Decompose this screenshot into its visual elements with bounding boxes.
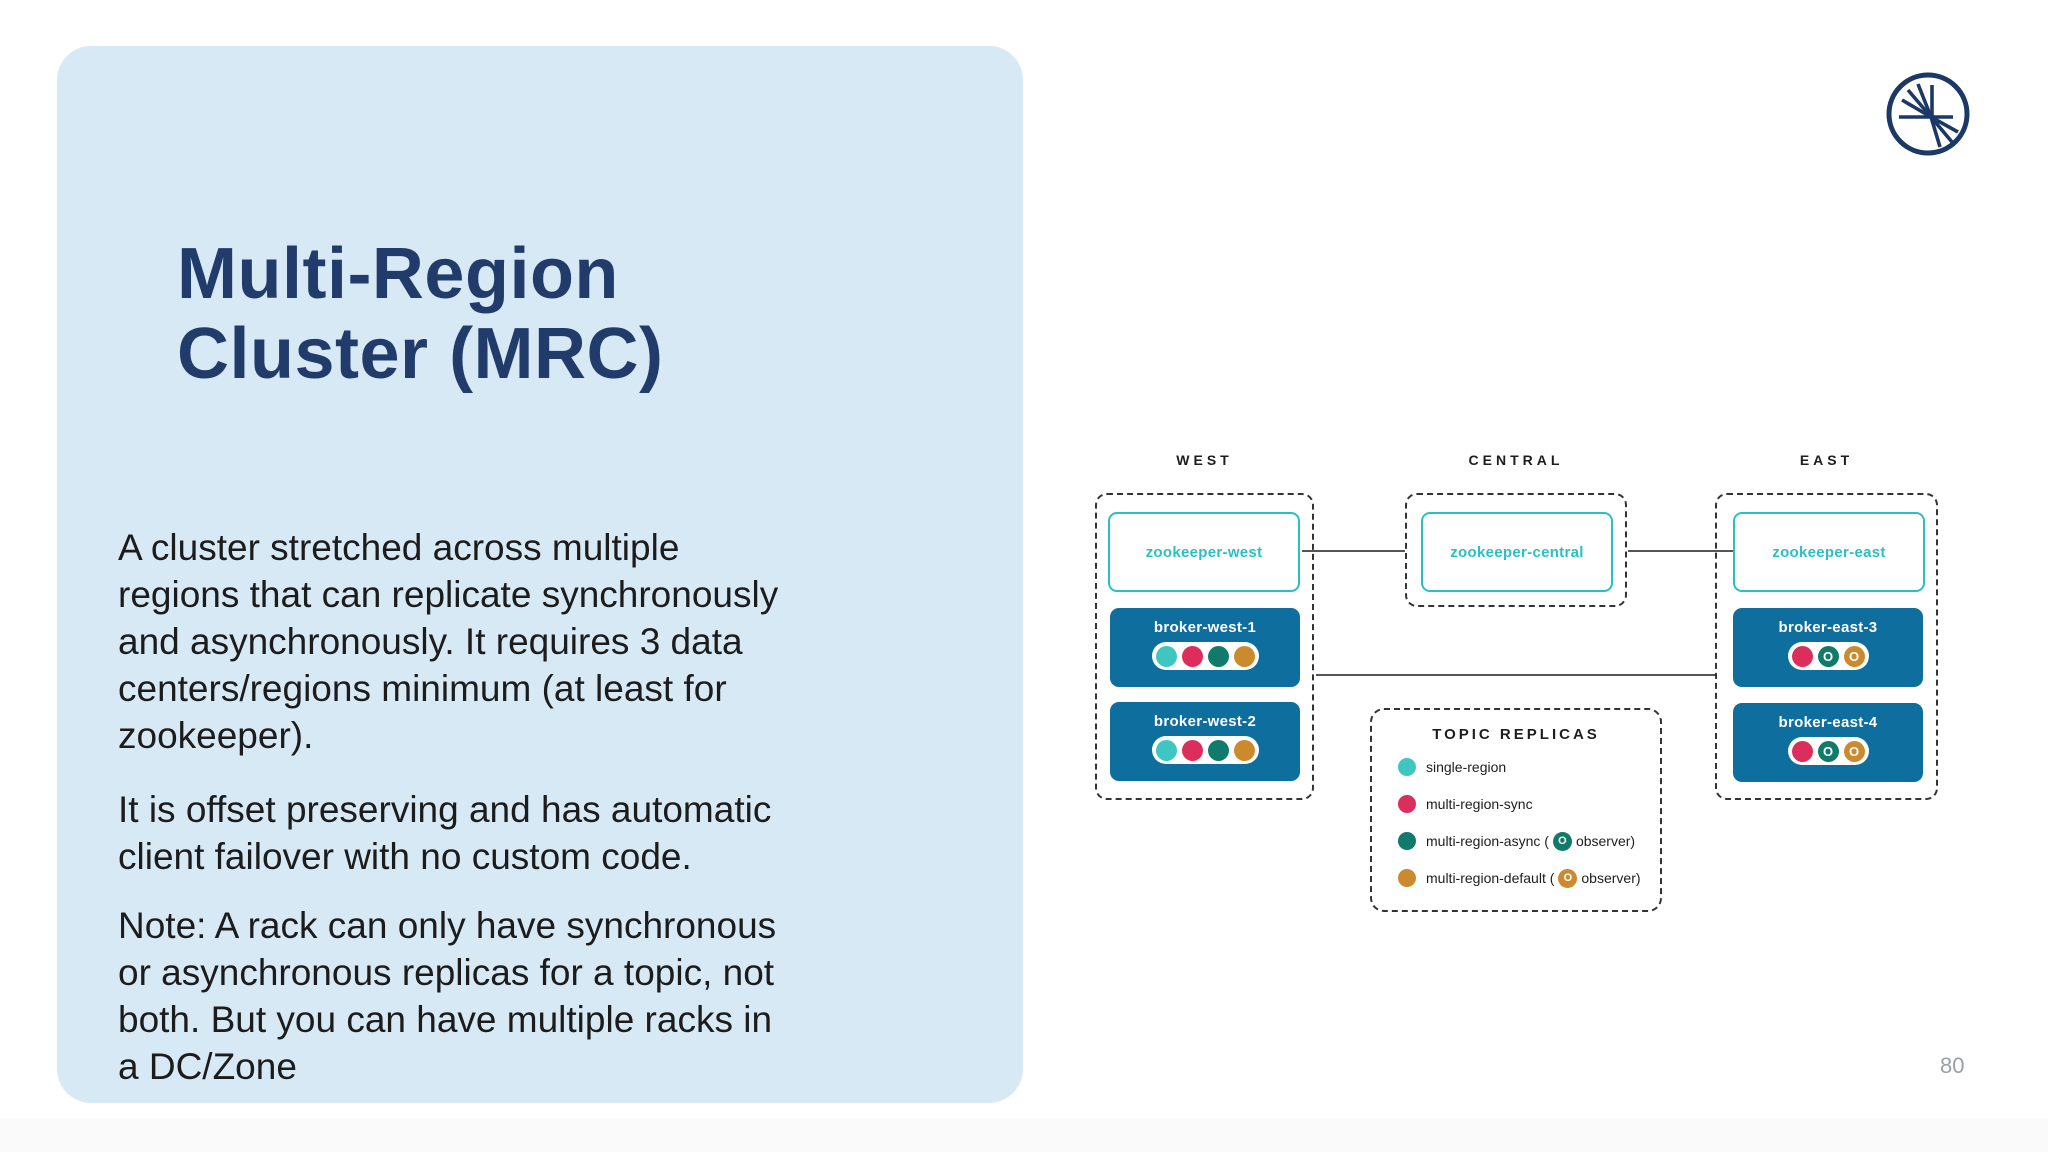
zookeeper-east-node: zookeeper-east bbox=[1733, 512, 1925, 592]
replica-dot-multi-region-async bbox=[1207, 739, 1229, 761]
broker-west-2-node: broker-west-2 bbox=[1110, 702, 1300, 781]
legend-dot-multi-region-async bbox=[1398, 832, 1416, 850]
replica-dot-single-region bbox=[1155, 645, 1177, 667]
legend-item-multi-region-async: multi-region-async ( O observer) bbox=[1398, 831, 1660, 851]
confluent-logo-icon bbox=[1885, 71, 1971, 157]
legend-item-single-region: single-region bbox=[1398, 757, 1660, 777]
connector-zookeeper-central-east bbox=[1628, 550, 1733, 552]
broker-east-4-node: broker-east-4 O O bbox=[1733, 703, 1923, 782]
broker-east-3-node: broker-east-3 O O bbox=[1733, 608, 1923, 687]
broker-label: broker-east-3 bbox=[1778, 619, 1878, 636]
content-panel bbox=[57, 46, 1023, 1103]
region-central-container bbox=[1405, 493, 1627, 607]
replica-dot-multi-region-sync bbox=[1181, 739, 1203, 761]
legend-label: multi-region-default ( bbox=[1426, 870, 1555, 886]
region-header-west: WEST bbox=[1176, 452, 1233, 468]
body-paragraph-1: A cluster stretched across multiple regi… bbox=[118, 527, 779, 756]
region-west-container bbox=[1095, 493, 1314, 800]
replica-dot-single-region bbox=[1155, 739, 1177, 761]
slide-bottom-strip bbox=[0, 1118, 2048, 1152]
broker-label: broker-west-2 bbox=[1153, 713, 1257, 730]
legend-dot-single-region bbox=[1398, 758, 1416, 776]
legend-item-multi-region-default: multi-region-default ( O observer) bbox=[1398, 868, 1660, 888]
legend-dot-multi-region-sync bbox=[1398, 795, 1416, 813]
legend-label: single-region bbox=[1426, 759, 1507, 775]
replica-dot-multi-region-default-observer: O bbox=[1843, 740, 1865, 762]
replica-pill bbox=[1151, 642, 1259, 670]
legend-label: multi-region-async ( bbox=[1426, 833, 1549, 849]
connector-broker-west-east bbox=[1316, 674, 1715, 676]
page-number: 80 bbox=[1940, 1053, 1965, 1078]
body-paragraph-2: It is offset preserving and has automati… bbox=[118, 789, 772, 877]
broker-west-1-node: broker-west-1 bbox=[1110, 608, 1300, 687]
slide-title: Multi-Region Cluster (MRC) bbox=[177, 234, 664, 395]
observer-mark-icon: O bbox=[1552, 831, 1572, 851]
replica-dot-multi-region-async bbox=[1207, 645, 1229, 667]
replica-dot-multi-region-sync bbox=[1791, 740, 1813, 762]
region-east-container bbox=[1715, 493, 1938, 800]
replica-dot-multi-region-default bbox=[1233, 645, 1255, 667]
replica-dot-multi-region-async-observer: O bbox=[1817, 645, 1839, 667]
replica-dot-multi-region-async-observer: O bbox=[1817, 740, 1839, 762]
legend-label-tail: observer) bbox=[1581, 870, 1641, 886]
legend-item-multi-region-sync: multi-region-sync bbox=[1398, 794, 1660, 814]
zookeeper-central-node: zookeeper-central bbox=[1421, 512, 1613, 592]
replica-pill: O O bbox=[1787, 737, 1869, 765]
legend-label: multi-region-sync bbox=[1426, 796, 1533, 812]
body-paragraph-3: Note: A rack can only have synchronous o… bbox=[118, 905, 777, 1087]
replica-pill: O O bbox=[1787, 642, 1869, 670]
legend-label-tail: observer) bbox=[1575, 833, 1636, 849]
replica-dot-multi-region-default bbox=[1233, 739, 1255, 761]
legend-title: TOPIC REPLICAS bbox=[1432, 726, 1600, 743]
replica-dot-multi-region-sync bbox=[1181, 645, 1203, 667]
zookeeper-west-node: zookeeper-west bbox=[1108, 512, 1300, 592]
region-header-east: EAST bbox=[1799, 452, 1854, 468]
region-header-central: CENTRAL bbox=[1468, 452, 1564, 468]
observer-mark-icon: O bbox=[1558, 868, 1578, 888]
legend-rows: single-region multi-region-sync multi-re… bbox=[1398, 757, 1660, 888]
topic-replicas-legend: TOPIC REPLICAS single-region multi-regio… bbox=[1370, 708, 1662, 912]
connector-zookeeper-west-central bbox=[1302, 550, 1405, 552]
legend-dot-multi-region-default bbox=[1398, 869, 1416, 887]
broker-label: broker-west-1 bbox=[1153, 619, 1257, 636]
replica-dot-multi-region-sync bbox=[1791, 645, 1813, 667]
broker-label: broker-east-4 bbox=[1778, 714, 1878, 731]
replica-pill bbox=[1151, 736, 1259, 764]
replica-dot-multi-region-default-observer: O bbox=[1843, 645, 1865, 667]
slide-body: A cluster stretched across multiple regi… bbox=[118, 524, 1018, 1090]
